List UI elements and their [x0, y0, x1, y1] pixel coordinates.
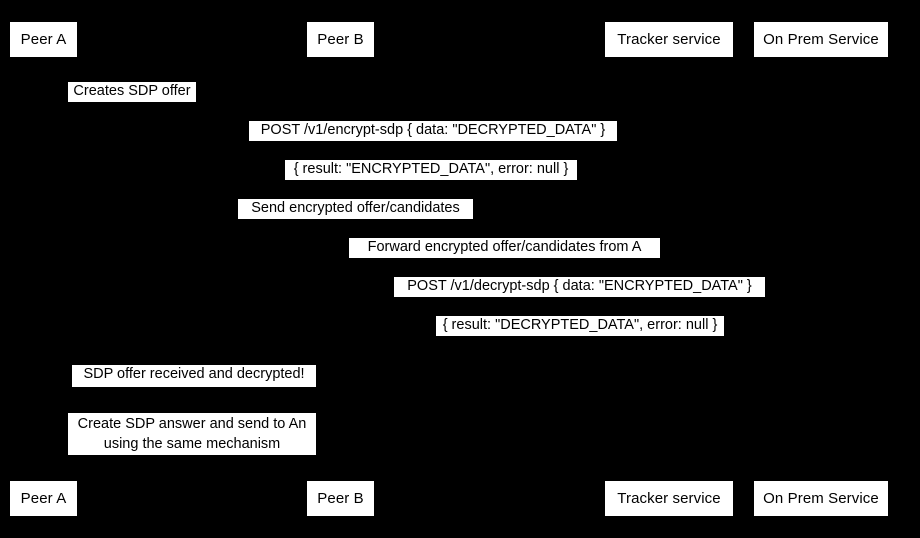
participant-peer-b-top[interactable]: Peer B — [307, 22, 374, 57]
message-forward-encrypted-offer: Forward encrypted offer/candidates from … — [349, 238, 660, 258]
participant-peer-a-bottom[interactable]: Peer A — [10, 481, 77, 516]
participant-on-prem-service-top[interactable]: On Prem Service — [754, 22, 888, 57]
participant-tracker-service-top[interactable]: Tracker service — [605, 22, 733, 57]
message-sdp-offer-received: SDP offer received and decrypted! — [72, 365, 316, 387]
message-decrypt-sdp-result: { result: "DECRYPTED_DATA", error: null … — [436, 316, 724, 336]
message-post-decrypt-sdp: POST /v1/decrypt-sdp { data: "ENCRYPTED_… — [394, 277, 765, 297]
message-encrypt-sdp-result: { result: "ENCRYPTED_DATA", error: null … — [285, 160, 577, 180]
participant-on-prem-service-bottom[interactable]: On Prem Service — [754, 481, 888, 516]
message-post-encrypt-sdp: POST /v1/encrypt-sdp { data: "DECRYPTED_… — [249, 121, 617, 141]
message-send-encrypted-offer: Send encrypted offer/candidates — [238, 199, 473, 219]
participant-peer-b-bottom[interactable]: Peer B — [307, 481, 374, 516]
note-line-1: Create SDP answer and send to An — [77, 416, 307, 432]
note-line-2: using the same mechanism — [103, 436, 281, 452]
participant-peer-a-top[interactable]: Peer A — [10, 22, 77, 57]
message-create-sdp-answer-note: Create SDP answer and send to An using t… — [68, 413, 316, 455]
participant-tracker-service-bottom[interactable]: Tracker service — [605, 481, 733, 516]
message-creates-sdp-offer: Creates SDP offer — [68, 82, 196, 102]
